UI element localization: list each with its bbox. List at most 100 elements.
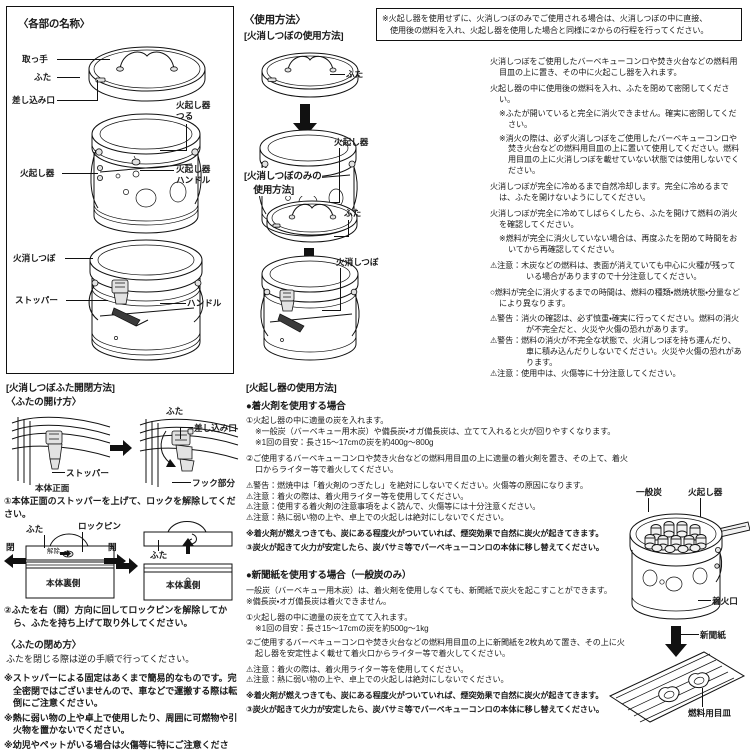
leader-newspaper-v [676,634,677,652]
caution-2-mark: ○ [490,287,495,297]
label-ignition-port: 着火口 [712,596,738,606]
step-2-note-2: ※消火の際は、必ず火消しつぼをご使用したバーベキューコンロや焚き火台などの燃料用… [499,133,740,176]
lid-open-arrow-2 [116,558,138,574]
usage-label-lid-1: ふた [346,69,364,79]
su-warn-6-kind: 注意 [253,675,270,685]
lid-open-arrow-1 [110,440,132,456]
su-warn-4-mark: ⚠ [246,513,254,523]
leader-stopper [66,300,108,301]
leader-fuel-tray-v [702,688,703,707]
caution-3-mark: ⚠ [490,314,498,324]
label-handle: ハンドル [187,298,222,308]
su-note-2: ※着火剤が燃えつきても、炭にある程度火がついていれば、煙突効果で自然に炭火が起き… [246,691,604,701]
usage2-leader-pot-h [322,310,341,311]
caution-1: ⚠注意：木炭などの燃料は、表面が消えていても中心に火種が残っている場合があります… [490,260,736,281]
label-common-charcoal: 一般炭 [636,487,662,497]
label-body-front: 本体正面 [35,483,70,493]
top-notice-box: ※火起し器を使用せずに、火消しつぼのみでご使用される場合は、火消しつぼの中に直接… [376,8,742,42]
label-starter-bail: 火起し器 つる [176,100,211,121]
label-stopper: ストッパー [15,295,58,305]
su-warn-5: ⚠注意：着火の際は、着火用ライター等を使用してください。 [246,664,469,674]
leader-handle [160,303,186,304]
lid-open-step1-text: ①本体正面のストッパーを上げて、ロックを解除してください。 [4,496,236,519]
lid-open-title: [火消しつぼふた開閉方法] [6,383,115,394]
label-lid: ふた [34,72,52,82]
parts-starter-drawing [74,112,224,244]
su-b1-l3: ※1回の目安：長さ15〜17cmの炭を約400g〜800g [255,437,434,447]
lid-open-note-2: ※熱に弱い物の上や卓上で使用したり、周囲に可燃物や引火物を置かないでください。 [4,712,238,736]
su-step-3b: ③炭火が起きて火力が安定したら、炭バサミ等でバーベキューコンロの本体に移し替えて… [246,705,604,715]
label-slot-step1: 差し込み口 [194,423,237,433]
leader-slot-step1 [180,427,193,428]
arrow-closed [4,554,26,568]
caution-1-text: 木炭などの燃料は、表面が消えていても中心に火種が残っている場合がありますので十分… [521,260,736,281]
caution-4-kind: 警告 [497,336,514,346]
caution-5-mark: ⚠ [490,369,498,379]
step-4-text: 火消しつぼが完全に冷めてしばらくしたら、ふたを開けて燃料の消火を確認してください… [490,209,738,229]
starter-usage-heading-2: ●新聞紙を使用する場合（一般炭のみ） [246,570,412,581]
su-warn-6-text: 熱に弱い物の上や、卓上での火起しは絶対にしないでください。 [277,675,509,685]
su-warn-1-kind: 警告 [253,480,270,490]
label-fuel-tray: 燃料用目皿 [688,708,731,718]
label-lid-step1: ふた [166,406,184,416]
usage-title: 〈使用方法〉 [244,14,306,26]
step-2-note-1: ※ふたが開いていると完全に消火できません。確実に密閉してください。 [499,108,737,129]
su-b4-l3: ②ご使用するバーベキューコンロや焚き火台などの燃料用目皿の上に新聞紙を2枚丸めて… [246,637,625,658]
starter-usage-block-2: 一般炭（バーベキュー用木炭）は、着火剤を使用しなくても、新聞紙で炭火を起こすこと… [246,586,632,716]
su-b4-l2: ※1回の目安：長さ15〜17cmの炭を約500g〜1kg [255,623,429,633]
label-newspaper: 新聞紙 [700,630,726,640]
leader-lid-step2-left [44,535,45,548]
leader-starter-bottom [700,498,701,517]
leader-lid [57,77,80,78]
su-b2-l1: ②ご使用するバーベキューコンロや焚き火台などの燃料用目皿の上に適量の着火剤を置き… [246,453,628,474]
bottom-fuel-tray-drawing [604,640,750,726]
lid-open-note-3: ※幼児やペットがいる場合は火傷等に特にご注意ください。 [4,739,229,750]
su-b1-l1: ①火起し器の中に適量の炭を入れます。 [246,416,389,425]
label-lid-step2-left: ふた [26,524,44,534]
label-starter: 火起し器 [20,168,55,178]
usage-lid-drawing [252,48,372,100]
step-2: 火起し器の中に使用後の燃料を入れ、ふたを閉めて密閉してください。 [490,84,742,106]
su-b4-l1: ①火起し器の中に適量の炭を立てて入れます。 [246,612,413,622]
leader-bail-h [160,150,187,151]
label-lid-step2-right: ふた [150,550,168,560]
parts-panel-title: 〈各部の名称〉 [18,18,91,30]
leader-bail-v [186,124,187,150]
label-open: 開 [108,542,117,552]
leader-newspaper-h [676,634,699,635]
caution-5-text: 使用中は、火傷等に十分注意してください。 [521,369,681,379]
su-warn-2-kind: 注意 [253,491,270,501]
right-steps: 火消しつぼをご使用したバーベキューコンロや焚き火台などの燃料用目皿の上に置き、そ… [490,57,742,380]
leader-handle-top [57,59,110,60]
leader-slot-step1-v [180,427,181,439]
parts-panel [6,6,234,374]
lid-close-sub: 〈ふたの閉め方〉 [6,640,82,651]
label-starter-handle: 火起し器 ハンドル [176,164,211,185]
su-warn-1-text: 燃焼中は「着火剤のつぎたし」を絶対にしないでください。火傷等の原因になります。 [277,480,588,490]
leader-common-charcoal [648,498,649,512]
su-warn-3-kind: 注意 [253,502,270,512]
caution-2-text: 燃料が完全に消火するまでの時間は、燃料の種類・燃焼状態・分量などにより異なります… [494,287,740,308]
label-pot: 火消しつぼ [13,253,56,263]
su-warn-3-text: 使用する着火剤の注意事項をよく読んで、火傷等には十分注意ください。 [277,502,541,512]
leader-lid-step2-right [158,540,159,551]
su-b3-l1: 一般炭（バーベキュー用木炭）は、着火剤を使用しなくても、新聞紙で炭火を起こすこと… [246,586,612,595]
su-warn-2-text: 着火の際は、着火用ライター等を使用してください。 [277,491,469,501]
label-hook: フック部分 [192,478,235,488]
caution-3-kind: 警告 [497,314,514,324]
step-4-note-1: ※燃料が完全に消火していない場合は、再度ふたを閉めて時間をおいてから再確認してく… [499,233,738,254]
usage-label-pot: 火消しつぼ [336,257,379,267]
label-closed: 閉 [6,542,15,552]
leader-ignition-port [698,600,711,601]
su-warn-6-mark: ⚠ [246,675,254,685]
parts-pot-drawing [70,238,226,368]
label-lockpin: ロックピン [78,521,121,531]
usage2-leader-pot-v [340,268,341,310]
leader-pot [65,258,93,259]
label-slot: 差し込み口 [12,95,55,105]
caution-4-mark: ⚠ [490,336,498,346]
usage2-pot-drawing [252,252,374,370]
caution-5: ⚠注意：使用中は、火傷等に十分注意してください。 [490,369,681,379]
usage-sub2: [火消しつぼのみの 使用方法] [244,168,322,196]
